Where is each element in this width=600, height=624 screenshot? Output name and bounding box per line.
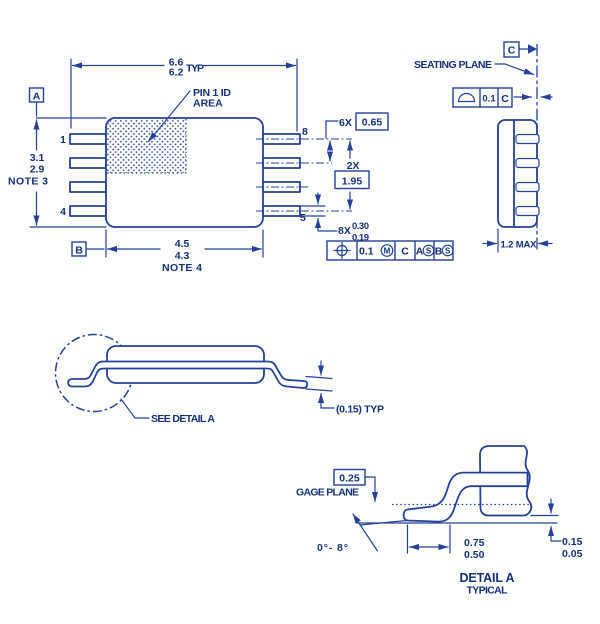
angle-label: 0°- 8° — [317, 542, 348, 554]
seating-plane-callout: SEATING PLANE — [414, 59, 535, 76]
dim-body-length: 4.5 4.3 NOTE 4 — [105, 229, 264, 274]
fcf-pos-datum1: C — [401, 246, 409, 258]
dim-span: 2X 1.95 — [334, 140, 370, 210]
detail-subtitle: TYPICAL — [467, 585, 509, 597]
dim-lead-upper: 0.30 — [352, 221, 369, 232]
dim-lead-width: 8X 0.30 0.19 — [300, 192, 369, 244]
dim-body-lower: 4.3 — [175, 250, 190, 262]
dim-lead-thickness: (0.15) TYP — [305, 360, 384, 416]
fcf-position: 0.1 M C A S B S — [326, 240, 454, 261]
dim-max-label: 1.2 MAX — [501, 240, 538, 251]
fcf-pos-datum3: B — [435, 246, 443, 258]
datum-arrow-icon — [528, 44, 537, 54]
dim-max-thickness: 1.2 MAX — [482, 228, 553, 253]
datum-c: C — [503, 41, 537, 58]
dim-lead-angle: 0°- 8° — [317, 513, 558, 554]
dim-width-upper: 6.6 — [169, 57, 184, 69]
seating-plane-label: SEATING PLANE — [414, 59, 492, 71]
dim-width-lower: 6.2 — [169, 67, 184, 79]
fcf-pos-datum2-modifier: S — [426, 247, 432, 256]
dim-standoff: 0.15 0.05 — [530, 498, 583, 560]
dim-standoff-upper: 0.15 — [562, 536, 583, 548]
dim-lead-thickness-label: (0.15) TYP — [336, 404, 384, 416]
dim-pitch-prefix: 6X — [339, 117, 352, 129]
front-left-pins — [69, 133, 107, 217]
dim-lead-prefix: 8X — [338, 225, 351, 237]
pin-4-label: 4 — [60, 206, 66, 218]
fcf-pos-tol: 0.1 — [359, 246, 374, 258]
fcf-flat-tol: 0.1 — [482, 94, 496, 105]
pin1-id-area-stipple — [107, 119, 186, 173]
pin-1-label: 1 — [60, 134, 66, 146]
pin1-id-line2: AREA — [193, 98, 223, 110]
dim-standoff-lower: 0.05 — [562, 548, 583, 560]
dim-height-lower: 2.9 — [30, 164, 45, 176]
dim-lead-lower: 0.19 — [352, 233, 369, 244]
fcf-pos-tol-modifier: M — [384, 247, 391, 256]
gage-value: 0.25 — [339, 473, 360, 485]
detail-title: DETAIL A — [460, 571, 515, 585]
side-view: C SEATING PLANE 0.1 C — [414, 41, 553, 253]
dim-body-upper: 4.5 — [175, 238, 190, 250]
gage-label: GAGE PLANE — [296, 487, 359, 499]
dim-overall-width: 6.6 6.2 TYP — [70, 57, 298, 132]
dim-body-note: NOTE 4 — [162, 262, 202, 274]
datum-c-label: C — [508, 45, 516, 57]
detail-a-view: 0.25 GAGE PLANE 0°- 8° 0.75 0.50 0.15 — [296, 445, 583, 597]
pin-8-label: 8 — [302, 126, 308, 138]
pin1-id-callout: PIN 1 ID AREA — [147, 87, 231, 143]
dim-pitch-value: 0.65 — [362, 117, 383, 129]
dim-body-height: 3.1 2.9 NOTE 3 — [8, 117, 107, 228]
dim-foot-length: 0.75 0.50 — [406, 524, 485, 561]
front-view: 6.6 6.2 TYP A 3.1 2.9 NOTE 3 — [8, 57, 454, 274]
profile-view: SEE DETAIL A (0.15) TYP — [54, 333, 384, 425]
see-detail-label: SEE DETAIL A — [151, 413, 215, 425]
datum-a: A — [28, 87, 45, 117]
dim-span-value: 1.95 — [342, 176, 363, 188]
front-right-pins — [256, 133, 352, 217]
datum-b: B — [71, 241, 105, 257]
datum-b-label: B — [75, 245, 83, 257]
flatness-icon — [457, 92, 476, 103]
pin1-id-line1: PIN 1 ID — [193, 87, 231, 99]
pin-5-label: 5 — [300, 212, 306, 224]
datum-a-label: A — [33, 91, 41, 103]
dim-foot-lower: 0.50 — [464, 549, 485, 561]
dim-width-typ: TYP — [186, 63, 204, 75]
see-detail-callout: SEE DETAIL A — [120, 398, 215, 425]
fcf-pos-datum3-modifier: S — [445, 247, 451, 256]
dim-height-note: NOTE 3 — [8, 176, 48, 188]
gage-plane-callout: 0.25 GAGE PLANE — [296, 468, 379, 503]
position-tolerance-icon — [333, 241, 351, 260]
dim-span-prefix: 2X — [347, 160, 360, 172]
dim-height-upper: 3.1 — [30, 152, 45, 164]
fcf-pos-datum2: A — [416, 246, 424, 258]
dim-pitch: 6X 0.65 — [325, 112, 389, 162]
dim-foot-upper: 0.75 — [464, 537, 485, 549]
fcf-flatness: 0.1 C — [452, 87, 553, 108]
side-body — [497, 119, 540, 228]
detail-lead — [402, 471, 529, 523]
fcf-flat-datum: C — [501, 93, 509, 105]
profile-lead — [67, 360, 309, 389]
